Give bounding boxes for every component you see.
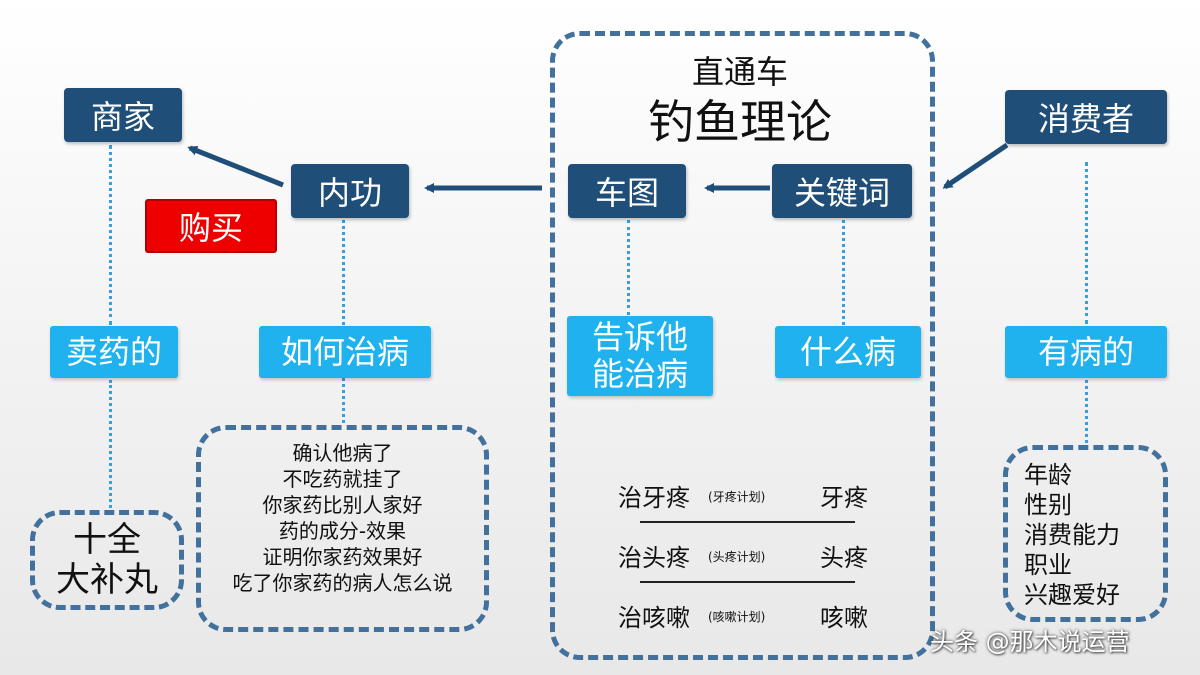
list-item: 职业	[1024, 551, 1072, 579]
row-divider	[640, 581, 855, 583]
plan-row-2-note: (头疼计划)	[708, 550, 766, 564]
connector-inner-how	[342, 220, 345, 325]
connector-merchant-product	[109, 380, 112, 508]
plan-row-2-plan: 治头疼	[618, 544, 690, 572]
center-subtitle: 直通车	[691, 53, 788, 91]
inner-box: 内功	[291, 164, 409, 218]
list-item: 确认他病了	[292, 441, 393, 465]
product-line-2: 大补丸	[56, 560, 158, 600]
list-item: 吃了你家药的病人怎么说	[232, 571, 453, 595]
connector-keyword-disease	[842, 220, 845, 325]
list-item: 你家药比别人家好	[262, 493, 423, 517]
merchant-box: 商家	[64, 88, 182, 142]
plan-row-2-keyword: 头疼	[820, 544, 868, 572]
connector-merchant-role	[109, 145, 112, 325]
plan-row-1-keyword: 牙疼	[820, 484, 868, 512]
connector-car-tells	[627, 220, 630, 315]
consumer-traits-list: 年龄 性别 消费能力 职业 兴趣爱好	[1024, 460, 1164, 610]
consumer-role-box: 有病的	[1005, 326, 1167, 378]
what-disease-box: 什么病	[775, 326, 921, 378]
product-name: 十全 大补丸	[34, 520, 180, 600]
row-divider	[640, 521, 855, 523]
product-frame	[30, 510, 184, 610]
product-line-1: 十全	[73, 520, 141, 560]
watermark: 头条 @那木说运营	[930, 628, 1130, 656]
connector-how-points	[342, 378, 345, 423]
buy-box: 购买	[145, 199, 277, 253]
list-item: 药的成分-效果	[278, 519, 407, 543]
merchant-role-box: 卖药的	[50, 326, 178, 378]
keyword-box: 关键词	[772, 164, 912, 218]
center-dashed-frame	[550, 31, 935, 660]
connector-consumer-role	[1085, 162, 1088, 324]
arrow-inner-to-merchant	[187, 145, 284, 188]
tells-cure-box: 告诉他能治病	[567, 316, 713, 396]
how-to-cure-box: 如何治病	[259, 326, 431, 378]
plan-row-1-note: (牙疼计划)	[708, 490, 766, 504]
inner-points-list: 确认他病了 不吃药就挂了 你家药比别人家好 药的成分-效果 证明你家药效果好 吃…	[200, 440, 485, 596]
list-item: 证明你家药效果好	[262, 545, 423, 569]
list-item: 性别	[1024, 491, 1072, 519]
list-item: 消费能力	[1024, 521, 1120, 549]
consumer-box: 消费者	[1005, 90, 1167, 144]
car-image-box: 车图	[568, 164, 686, 218]
consumer-traits-frame	[1003, 445, 1168, 622]
inner-points-frame	[196, 425, 489, 632]
list-item: 兴趣爱好	[1024, 581, 1120, 609]
plan-row-3-plan: 治咳嗽	[618, 604, 690, 632]
arrow-consumer-to-keyword	[942, 142, 1009, 190]
connector-consumer-traits	[1085, 380, 1088, 443]
center-title: 钓鱼理论	[648, 95, 832, 149]
plan-row-1-plan: 治牙疼	[618, 484, 690, 512]
plan-row-3-note: (咳嗽计划)	[708, 610, 766, 624]
list-item: 不吃药就挂了	[282, 467, 403, 491]
plan-row-3-keyword: 咳嗽	[820, 604, 868, 632]
list-item: 年龄	[1024, 461, 1072, 489]
